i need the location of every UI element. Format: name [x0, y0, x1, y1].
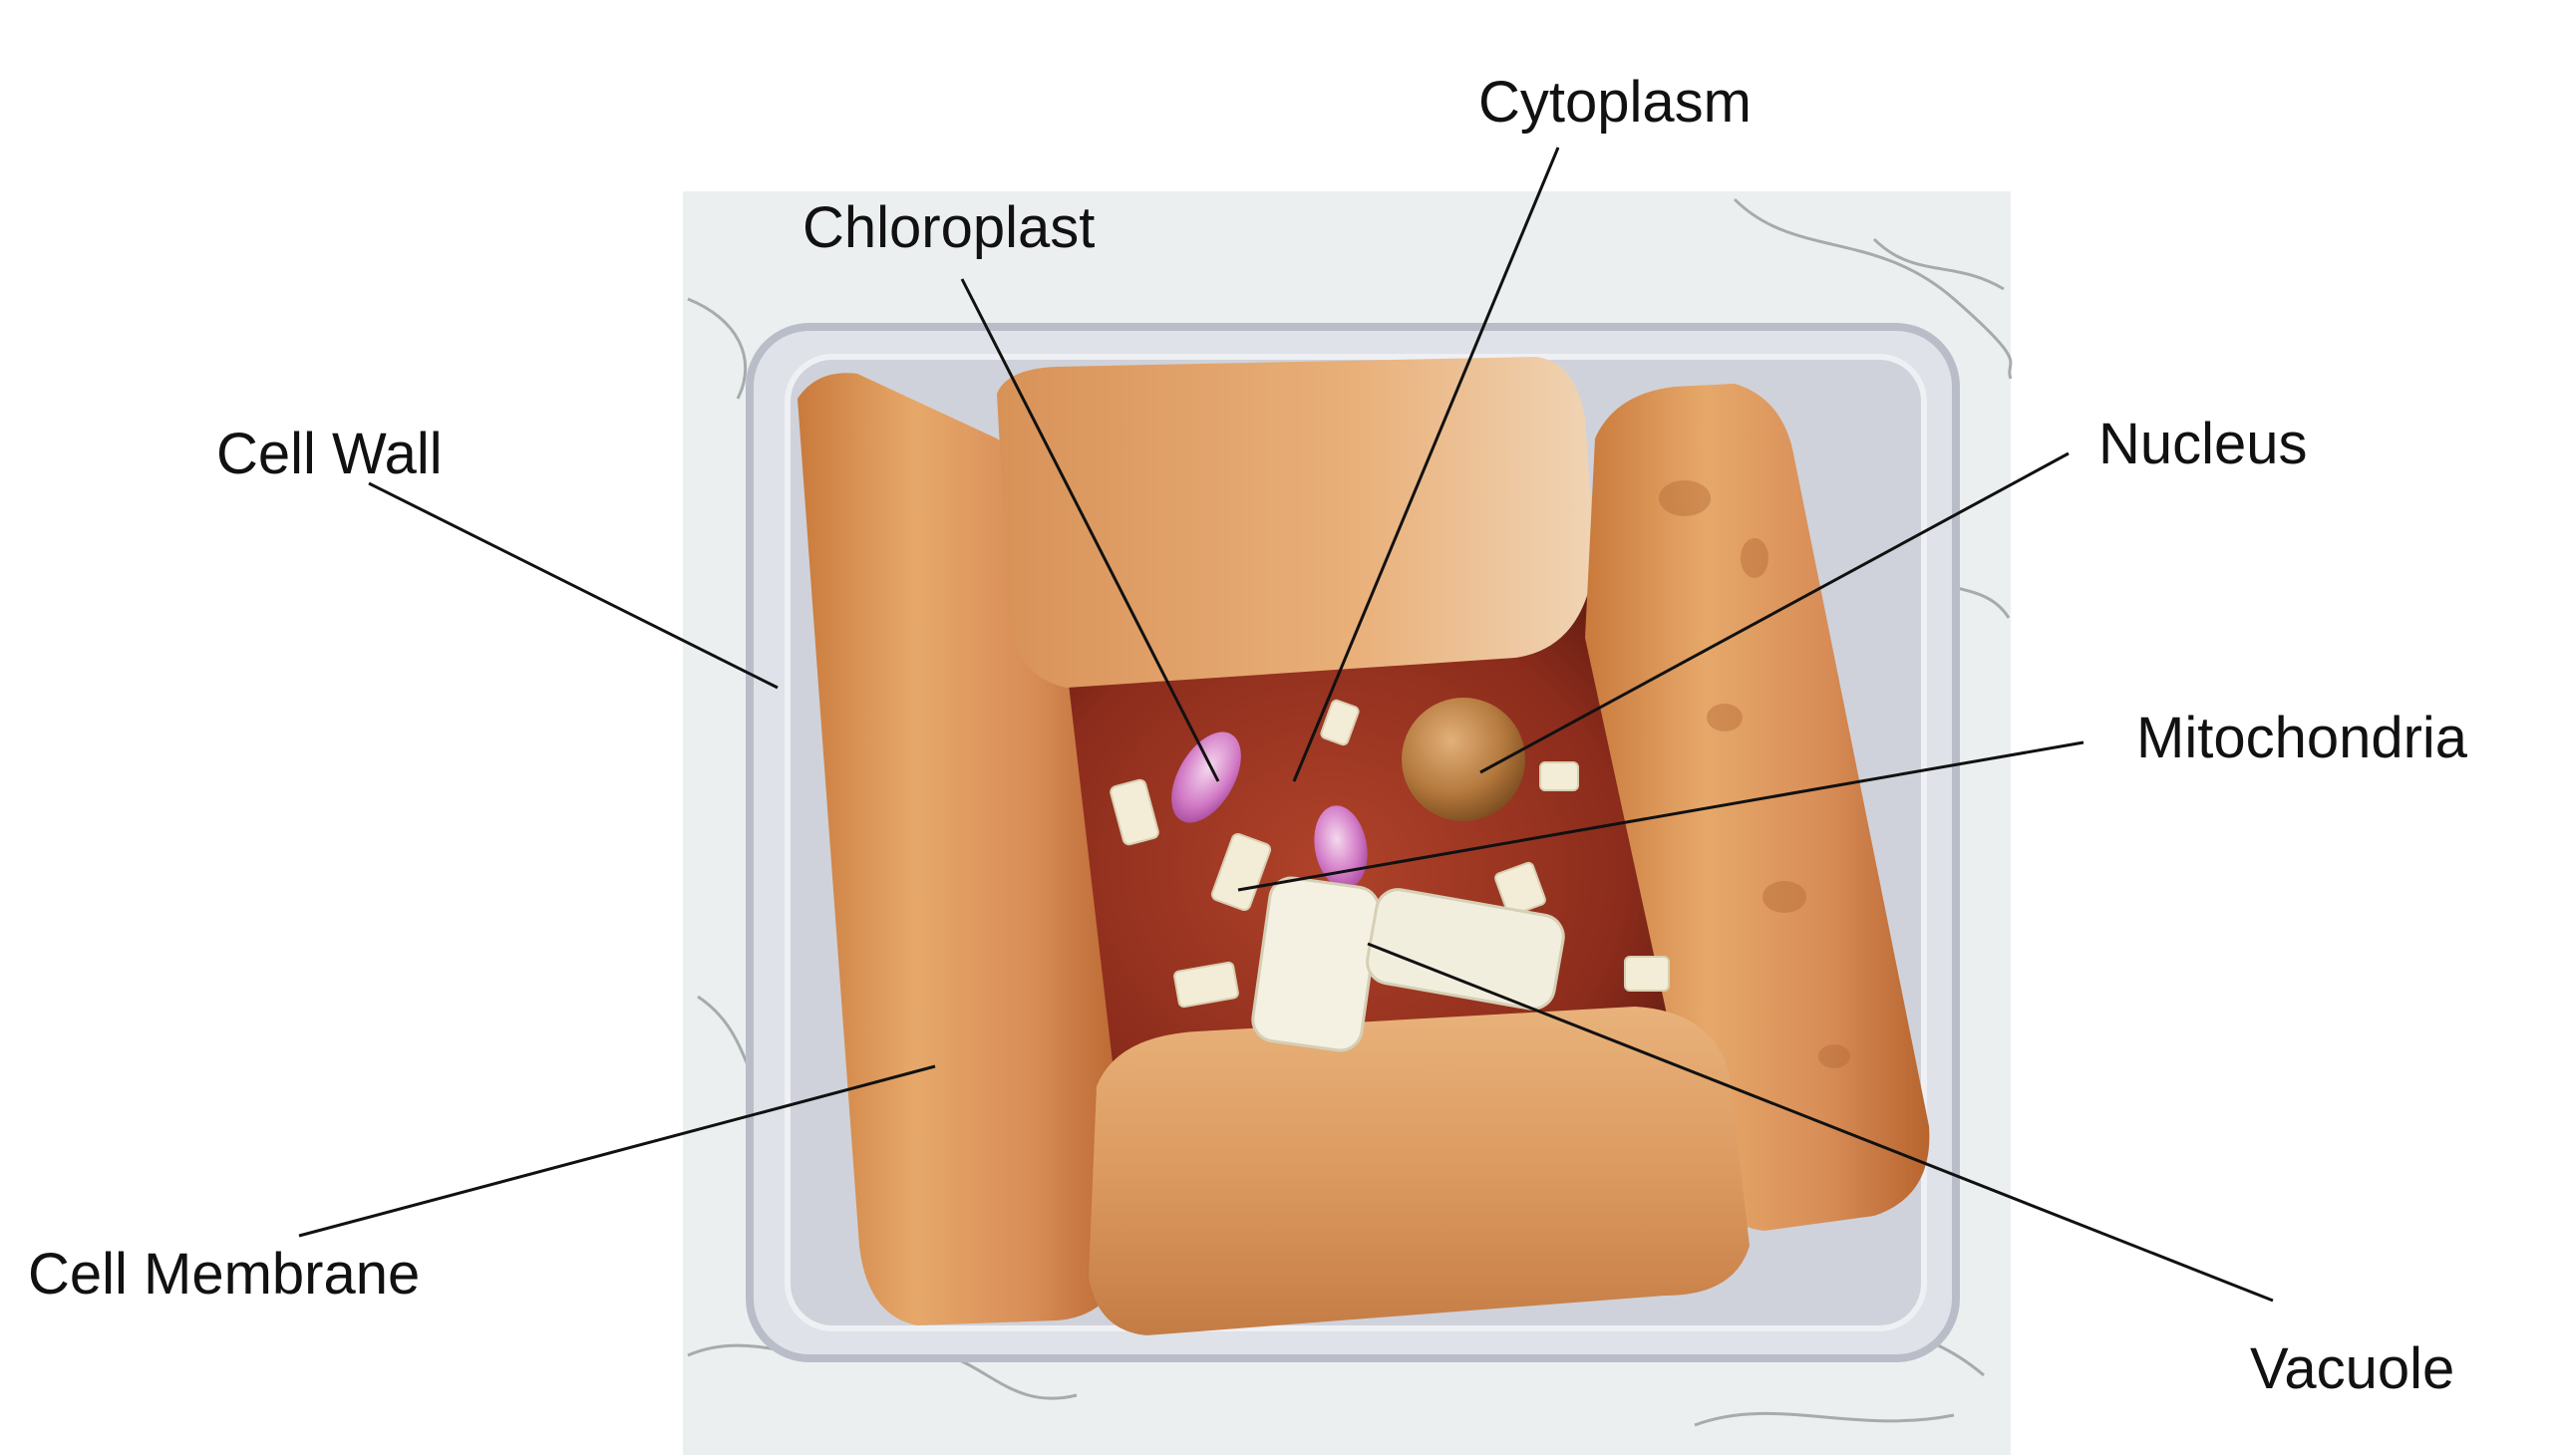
- leader-line-cell-membrane: [298, 1064, 936, 1238]
- mitochondria-pieces: [1110, 699, 1670, 1009]
- leader-line-chloroplast: [960, 278, 1220, 782]
- label-chloroplast: Chloroplast: [802, 195, 1095, 260]
- leader-line-cell-wall: [368, 481, 779, 690]
- leader-line-vacuole: [1367, 942, 2274, 1303]
- vacuole-roll: [1366, 888, 1565, 1011]
- leader-line-mitochondria: [1237, 740, 2084, 892]
- chloroplast-candy: [1314, 805, 1368, 889]
- label-cytoplasm: Cytoplasm: [1478, 70, 1752, 135]
- label-cell-membrane: Cell Membrane: [28, 1242, 420, 1307]
- leader-line-cytoplasm: [1292, 146, 1560, 782]
- photo: [683, 191, 2013, 1455]
- vacuole-roll: [1251, 876, 1381, 1052]
- cake-pores: [1659, 480, 1850, 1068]
- label-mitochondria: Mitochondria: [2136, 706, 2468, 770]
- chloroplast-candy: [1171, 731, 1241, 823]
- label-vacuole: Vacuole: [2250, 1336, 2454, 1401]
- cake-bottom: [1089, 1007, 1750, 1335]
- leader-lines: [298, 146, 2274, 1303]
- nucleus-ball: [1402, 698, 1525, 821]
- leader-line-nucleus: [1479, 451, 2070, 774]
- label-nucleus: Nucleus: [2098, 412, 2308, 476]
- labels: Cytoplasm Chloroplast Cell Wall Nucleus …: [28, 70, 2468, 1401]
- label-cell-wall: Cell Wall: [216, 422, 443, 486]
- cake-top: [997, 357, 1595, 688]
